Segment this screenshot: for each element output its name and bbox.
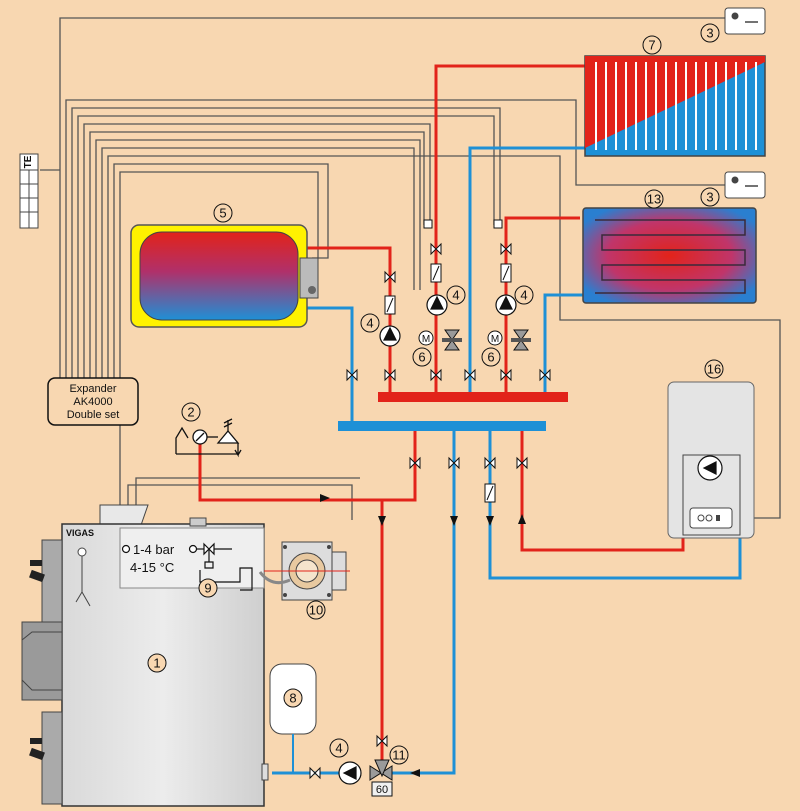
pumps	[338, 294, 723, 785]
svg-text:6: 6	[487, 350, 494, 365]
callout-labels: 1 2 3 3 4 4 4 4 5 6 6 7 8 9 10 11 13 16	[153, 26, 721, 763]
svg-text:5: 5	[219, 206, 226, 221]
svg-text:M: M	[422, 334, 430, 345]
floor-heating	[582, 207, 757, 304]
cold-manifold	[338, 421, 546, 431]
pipe-sensors	[423, 219, 503, 229]
svg-text:4: 4	[452, 288, 459, 303]
control-wires	[40, 17, 781, 520]
svg-text:AK4000: AK4000	[73, 396, 112, 408]
svg-text:6: 6	[418, 350, 425, 365]
expansion-vessel	[269, 663, 317, 773]
storage-tank	[130, 224, 319, 328]
svg-text:VIGAS: VIGAS	[66, 528, 94, 538]
return-valve: 60	[369, 759, 393, 797]
svg-text:10: 10	[309, 603, 323, 618]
svg-text:Expander: Expander	[69, 383, 116, 395]
room-unit-mid	[724, 171, 766, 199]
svg-text:Double set: Double set	[67, 409, 120, 421]
svg-text:1-4 bar: 1-4 bar	[133, 542, 175, 557]
svg-text:3: 3	[706, 190, 713, 205]
svg-text:2: 2	[187, 405, 194, 420]
svg-text:60: 60	[376, 784, 388, 796]
hot-manifold	[378, 392, 568, 402]
callouts	[147, 23, 724, 765]
safety-group	[175, 418, 242, 458]
svg-text:TE: TE	[23, 155, 34, 168]
svg-text:M: M	[491, 334, 499, 345]
check-valves	[384, 263, 512, 503]
te-sensor: TE	[19, 153, 39, 229]
cooling-valve: 1-4 bar 4-15 °C	[121, 542, 253, 591]
svg-text:4: 4	[520, 288, 527, 303]
svg-text:11: 11	[392, 748, 406, 763]
svg-text:4-15 °C: 4-15 °C	[130, 560, 174, 575]
shutoff-valves	[309, 242, 551, 780]
flow-arrows	[320, 494, 526, 777]
svg-text:13: 13	[647, 192, 661, 207]
svg-text:1: 1	[153, 656, 160, 671]
svg-text:4: 4	[335, 741, 342, 756]
svg-text:3: 3	[706, 26, 713, 41]
hot-pipes	[198, 64, 685, 760]
svg-text:7: 7	[648, 38, 655, 53]
svg-text:9: 9	[204, 581, 211, 596]
svg-text:4: 4	[366, 316, 373, 331]
svg-text:8: 8	[289, 691, 296, 706]
expander-box: Expander AK4000 Double set	[47, 377, 139, 426]
radiator	[584, 55, 766, 157]
mixing-valves: M M	[418, 329, 531, 351]
room-unit-top	[724, 7, 766, 35]
burner	[258, 541, 350, 601]
svg-text:16: 16	[707, 362, 721, 377]
